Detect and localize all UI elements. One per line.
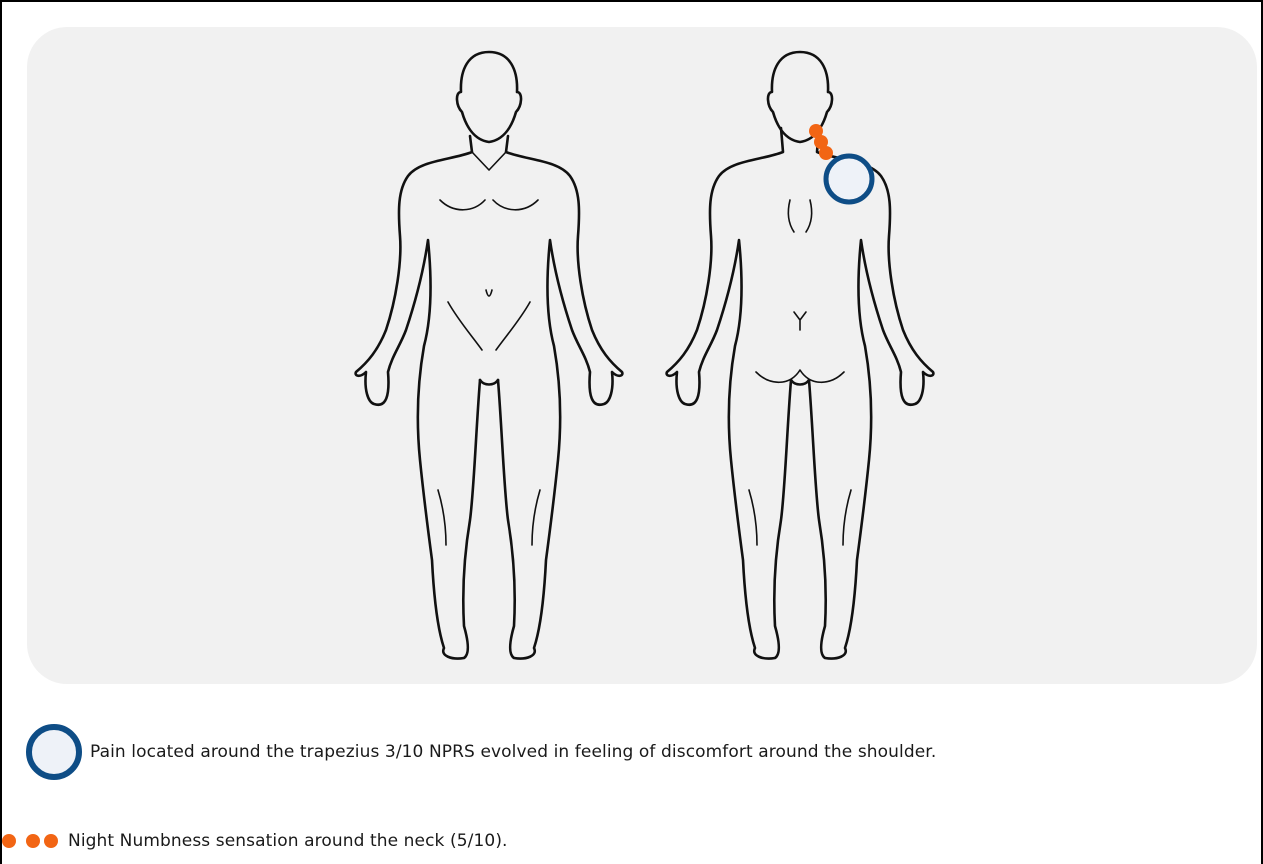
orange-dots-icon [2, 834, 62, 848]
legend-numbness: Night Numbness sensation around the neck… [2, 831, 508, 851]
front-body-figure [356, 52, 623, 659]
legend-numbness-text: Night Numbness sensation around the neck… [68, 831, 508, 851]
legend-pain: Pain located around the trapezius 3/10 N… [26, 724, 936, 780]
circle-outline-icon [26, 724, 82, 780]
back-body-figure [667, 52, 934, 659]
numbness-dots-marker [809, 124, 833, 160]
pain-circle-marker [826, 156, 872, 202]
legend-pain-text: Pain located around the trapezius 3/10 N… [90, 742, 936, 762]
